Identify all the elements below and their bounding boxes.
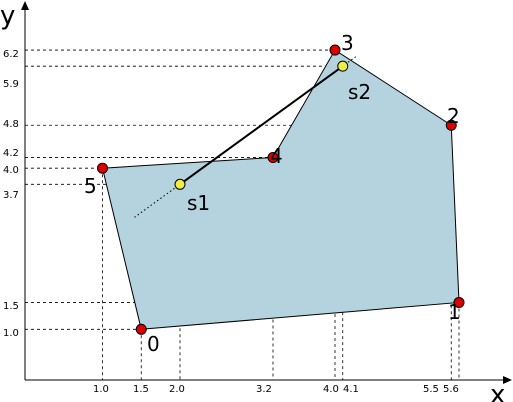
y-tick-labels: 6.2 5.9 4.8 4.2 4.0 3.7 1.5 1.0 [3, 49, 19, 339]
polygon-shape [101, 49, 460, 330]
y-tick-label: 1.0 [3, 328, 19, 339]
segment-point-labels: s1 s2 [187, 80, 371, 215]
segment-point-markers [174, 60, 349, 190]
y-tick-label: 3.7 [3, 190, 19, 201]
vertex-label-0: 0 [147, 332, 160, 356]
y-axis-label: y [0, 1, 15, 31]
x-tick-label: 3.2 [256, 384, 272, 395]
x-axis-label: x [490, 380, 505, 402]
x-axis-arrow-icon [503, 376, 512, 384]
segment-point-label-s2: s2 [348, 80, 371, 104]
y-tick-label: 1.5 [3, 301, 19, 312]
vertex-point-2 [445, 119, 457, 131]
vertex-point-1 [453, 296, 465, 308]
y-tick-label: 4.8 [3, 119, 19, 130]
y-axis-arrow-icon [21, 1, 29, 10]
x-tick-labels: 1.0 1.5 2.0 3.2 4.0 4.1 5.5 5.6 [93, 384, 459, 395]
y-tick-label: 4.2 [3, 148, 19, 159]
vertex-labels: 0 1 2 3 4 5 [84, 31, 461, 356]
x-tick-label: 4.0 [323, 384, 339, 395]
y-tick-label: 5.9 [3, 79, 19, 90]
vertex-point-4 [267, 151, 279, 163]
y-tick-label: 4.0 [3, 165, 19, 176]
vertex-point-5 [97, 162, 108, 174]
vertex-label-1: 1 [448, 300, 461, 324]
segment-point-s2 [337, 60, 349, 72]
segment-point-label-s1: s1 [187, 191, 210, 215]
segment-point-s1 [174, 178, 186, 190]
x-tick-label: 2.0 [169, 384, 185, 395]
vertex-label-5: 5 [84, 174, 97, 198]
vertex-point-3 [329, 44, 341, 56]
vertex-label-3: 3 [341, 31, 354, 55]
x-tick-label: 1.5 [133, 384, 149, 395]
vertex-label-2: 2 [447, 104, 460, 128]
y-tick-label: 6.2 [3, 49, 19, 60]
vertex-label-4: 4 [270, 144, 283, 168]
x-tick-label: 5.5 [423, 384, 439, 395]
x-tick-label: 4.1 [343, 384, 359, 395]
vertex-point-0 [135, 323, 147, 335]
vertex-markers [97, 44, 465, 335]
x-tick-label: 1.0 [93, 384, 109, 395]
x-tick-label: 5.6 [443, 384, 459, 395]
segment-line [179, 65, 344, 186]
